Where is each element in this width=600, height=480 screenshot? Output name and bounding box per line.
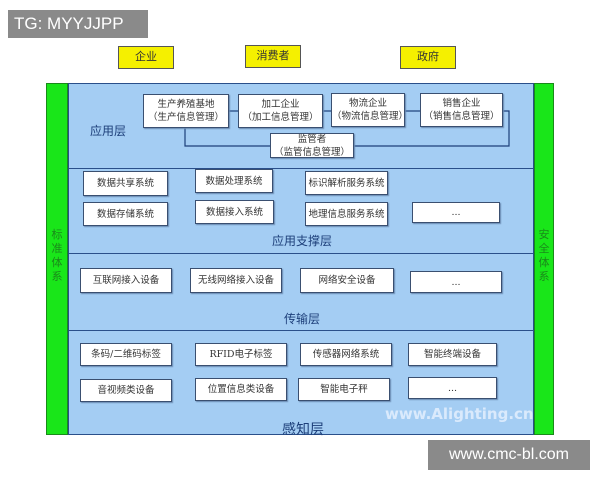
sensing-box: RFID电子标签: [195, 343, 287, 366]
sensing-box: 条码/二维码标签: [80, 343, 172, 366]
transport-layer-label: 传输层: [284, 312, 321, 326]
box-subtitle: （销售信息管理）: [423, 111, 500, 122]
supervisor-box: 监管者（监管信息管理）: [270, 133, 354, 158]
box-title: 监管者: [297, 133, 327, 145]
support-box: 数据存储系统: [83, 202, 168, 226]
tag-label: TG: MYYJJPP: [8, 10, 148, 38]
support-box: 数据共享系统: [83, 171, 168, 196]
sensing-box: 智能电子秤: [298, 378, 390, 401]
box-subtitle: （监管信息管理）: [273, 146, 350, 158]
security-system-bar: [534, 83, 554, 435]
box-subtitle: （物流信息管理）: [332, 111, 409, 122]
sensing-box: 传感器网络系统: [300, 343, 392, 366]
transport-box: 网络安全设备: [300, 268, 394, 293]
support-box: 地理信息服务系统: [305, 202, 388, 226]
box-subtitle: （生产信息管理）: [147, 112, 224, 123]
support-box: 数据接入系统: [195, 200, 274, 224]
site-label: www.cmc-bl.com: [428, 440, 590, 470]
transport-box: 无线网络接入设备: [190, 268, 282, 293]
production-base-box: 生产养殖基地 （生产信息管理）: [143, 94, 229, 128]
actor-government: 政府: [400, 46, 456, 69]
processing-box: 加工企业 （加工信息管理）: [238, 94, 323, 128]
security-system-label: 安全体系: [538, 228, 550, 283]
support-box: 数据处理系统: [195, 169, 273, 193]
sensing-box-more: ...: [408, 377, 497, 399]
standard-system-bar: [46, 83, 68, 435]
actor-consumer: 消费者: [245, 45, 301, 68]
box-title: 生产养殖基地: [157, 99, 215, 110]
support-layer-label: 应用支撑层: [272, 234, 333, 248]
transport-box: 互联网接入设备: [80, 268, 172, 293]
sensing-box: 位置信息类设备: [195, 378, 287, 401]
sensing-layer-label: 感知层: [282, 422, 324, 438]
logistics-box: 物流企业 （物流信息管理）: [331, 93, 409, 127]
support-box: 标识解析服务系统: [305, 171, 388, 195]
box-title: 加工企业: [261, 99, 300, 110]
transport-box-more: ...: [410, 271, 502, 293]
sensing-box: 智能终端设备: [408, 343, 497, 366]
sensing-box: 音视频类设备: [80, 379, 172, 402]
watermark: www.Alighting.cn: [385, 405, 534, 423]
sales-box: 销售企业 （销售信息管理）: [420, 93, 503, 127]
support-box-more: ...: [412, 202, 500, 223]
box-title: 物流企业: [348, 98, 387, 109]
actor-enterprise: 企业: [118, 46, 174, 69]
application-layer-label: 应用层: [90, 124, 127, 138]
standard-system-label: 标准体系: [51, 228, 63, 283]
box-title: 销售企业: [442, 98, 481, 109]
box-subtitle: （加工信息管理）: [242, 112, 319, 123]
